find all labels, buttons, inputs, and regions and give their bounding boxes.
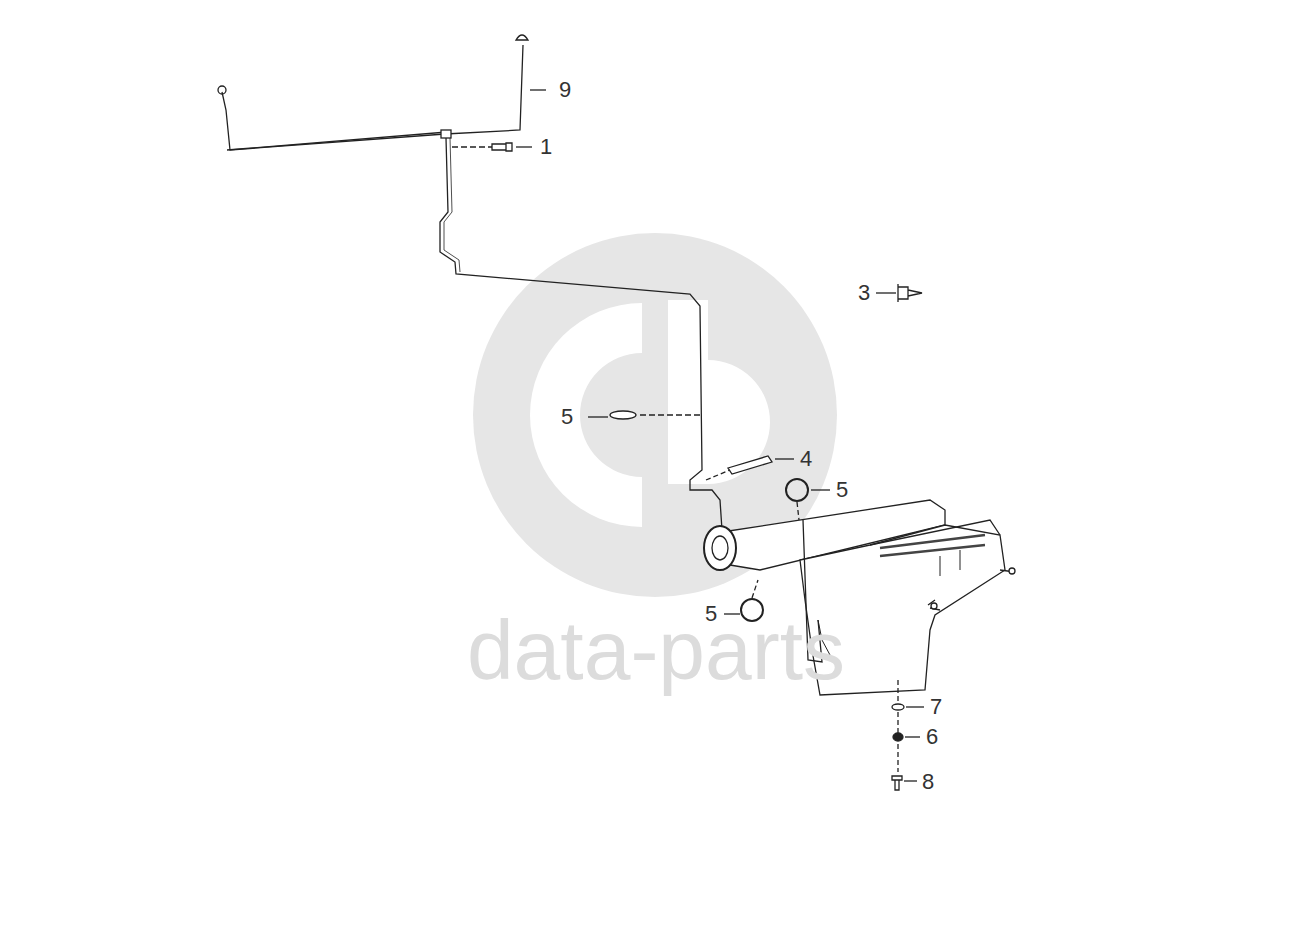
leader-4 bbox=[775, 458, 794, 459]
hose-upper-edge bbox=[227, 132, 447, 150]
tank-ribs bbox=[880, 535, 985, 556]
t-piece bbox=[441, 130, 451, 138]
filler-cap-inner bbox=[712, 536, 728, 560]
callout-number: 1 bbox=[540, 136, 552, 158]
watermark: data-parts bbox=[467, 608, 845, 692]
screw-8 bbox=[892, 776, 902, 790]
hose-upper bbox=[222, 45, 523, 150]
callout-number: 4 bbox=[800, 448, 812, 470]
tank-strap bbox=[940, 550, 960, 576]
logo-d bbox=[668, 300, 770, 484]
fastener-axis bbox=[897, 680, 898, 772]
screw-1 bbox=[492, 143, 512, 151]
leader-5a-dash bbox=[640, 414, 700, 415]
leader-3 bbox=[876, 292, 896, 293]
nozzle-left bbox=[218, 86, 226, 94]
logo-g bbox=[530, 303, 642, 527]
rivet-3 bbox=[898, 284, 922, 302]
leader-7 bbox=[906, 706, 924, 707]
leader-5c-dash bbox=[752, 580, 758, 598]
callout-number: 9 bbox=[559, 79, 571, 101]
leader-4-dash bbox=[706, 470, 730, 480]
leader-1 bbox=[516, 146, 532, 147]
filler-cap bbox=[704, 526, 736, 570]
leader-5b bbox=[811, 489, 830, 490]
callout-number: 5 bbox=[561, 406, 573, 428]
callout-number: 5 bbox=[836, 479, 848, 501]
callout-number: 3 bbox=[858, 282, 870, 304]
leader-5b-dash bbox=[797, 502, 799, 520]
callout-number: 6 bbox=[926, 726, 938, 748]
callout-number: 7 bbox=[930, 696, 942, 718]
clamp-5b bbox=[786, 479, 808, 501]
nut-6 bbox=[893, 733, 903, 741]
leader-1a bbox=[452, 146, 498, 147]
tank-pin-b bbox=[931, 603, 937, 609]
parts-lines bbox=[218, 35, 1015, 790]
leader-9 bbox=[530, 89, 546, 90]
tank-pin-a bbox=[1009, 568, 1015, 574]
leader-5a bbox=[588, 416, 608, 417]
callout-number: 8 bbox=[922, 771, 934, 793]
tank-pins bbox=[928, 570, 1015, 610]
washer-7 bbox=[892, 704, 904, 710]
leader-8 bbox=[904, 780, 917, 781]
hose-main-edge bbox=[444, 138, 460, 272]
nozzle-right bbox=[516, 35, 528, 40]
hose-main bbox=[440, 138, 722, 530]
clip-5 bbox=[610, 411, 636, 419]
hose-piece-4 bbox=[728, 456, 772, 474]
leader-6 bbox=[905, 736, 920, 737]
